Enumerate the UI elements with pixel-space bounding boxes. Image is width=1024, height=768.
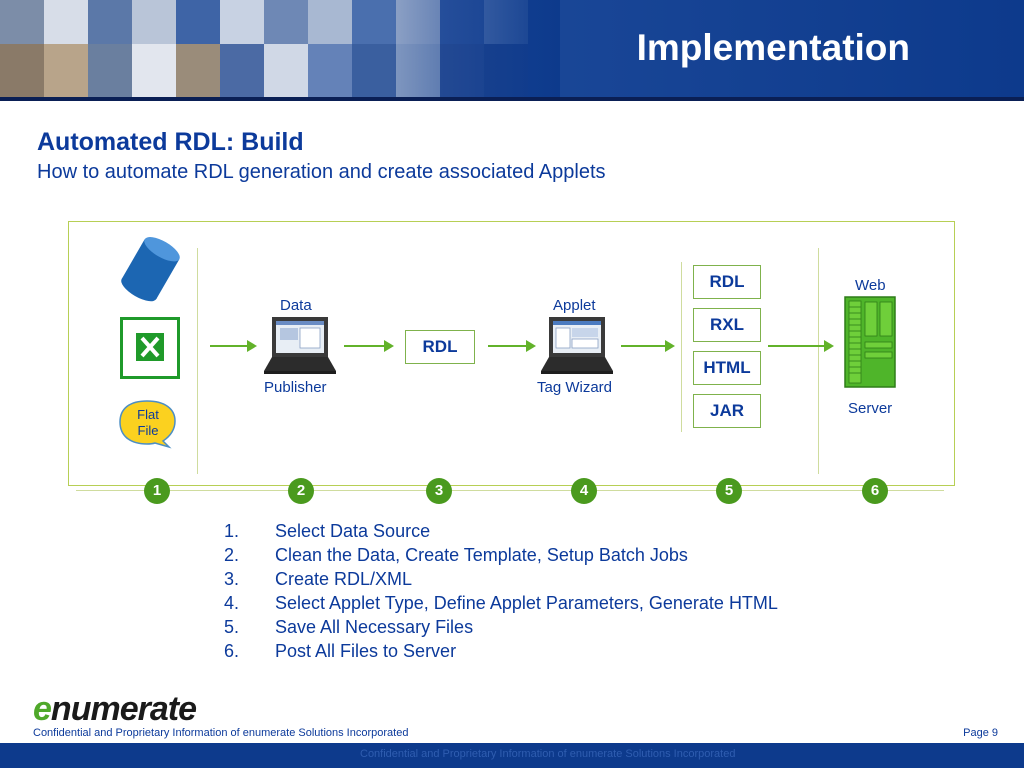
slide-header-banner: Implementation bbox=[0, 0, 1024, 97]
step-number: 3. bbox=[224, 569, 240, 589]
step-number: 1. bbox=[224, 521, 240, 541]
step-marker-3: 3 bbox=[426, 478, 452, 504]
data-label: Data bbox=[280, 297, 312, 314]
applet-label: Applet bbox=[553, 297, 596, 314]
step-text: Clean the Data, Create Template, Setup B… bbox=[275, 545, 688, 565]
output-html-box: HTML bbox=[693, 351, 761, 385]
workflow-diagram-frame bbox=[68, 221, 955, 486]
server-label: Server bbox=[848, 400, 893, 417]
step-number: 6. bbox=[224, 641, 240, 661]
server-icon bbox=[844, 296, 896, 388]
step-text: Save All Necessary Files bbox=[275, 617, 474, 637]
step-number: 5. bbox=[224, 617, 240, 637]
web-label: Web bbox=[855, 277, 886, 294]
step-number: 2. bbox=[224, 545, 240, 565]
step-marker-2: 2 bbox=[288, 478, 314, 504]
step-list: 1. Select Data Source 2. Clean the Data, C… bbox=[224, 519, 778, 663]
step-list-item: 5. Save All Necessary Files bbox=[224, 615, 778, 639]
output-rdl-box: RDL bbox=[693, 265, 761, 299]
spreadsheet-icon bbox=[120, 317, 180, 379]
step-text: Post All Files to Server bbox=[275, 641, 457, 661]
step-marker-4: 4 bbox=[571, 478, 597, 504]
step-list-item: 2. Clean the Data, Create Template, Setup… bbox=[224, 543, 778, 567]
publisher-label: Publisher bbox=[264, 379, 327, 396]
step-number: 4. bbox=[224, 593, 240, 613]
flow-arrow bbox=[621, 340, 675, 352]
step-text: Select Data Source bbox=[275, 521, 431, 541]
slide-title: Implementation bbox=[636, 27, 910, 68]
footer-bar-text: Confidential and Proprietary Information… bbox=[360, 748, 736, 760]
flow-arrow bbox=[210, 340, 257, 352]
step-list-item: 3. Create RDL/XML bbox=[224, 567, 778, 591]
flow-arrow bbox=[344, 340, 394, 352]
section-subheading: How to automate RDL generation and creat… bbox=[37, 161, 606, 183]
flat-file-label: Flat File bbox=[137, 407, 159, 438]
footer-bar bbox=[0, 743, 1024, 768]
step-marker-5: 5 bbox=[716, 478, 742, 504]
confidential-notice: Confidential and Proprietary Information… bbox=[33, 727, 409, 739]
rdl-document-box: RDL bbox=[405, 330, 475, 364]
step-list-item: 1. Select Data Source bbox=[224, 519, 778, 543]
step-list-item: 6. Post All Files to Server bbox=[224, 639, 778, 663]
tag-wizard-label: Tag Wizard bbox=[537, 379, 613, 396]
step-marker-1: 1 bbox=[144, 478, 170, 504]
section-heading: Automated RDL: Build bbox=[37, 128, 304, 156]
logo-initial: e bbox=[33, 690, 52, 728]
database-icon bbox=[121, 237, 180, 302]
company-logo: enumerate bbox=[33, 690, 197, 728]
step-timeline bbox=[76, 490, 944, 491]
output-rxl-box: RXL bbox=[693, 308, 761, 342]
flat-file-icon bbox=[119, 400, 176, 449]
header-photo-mosaic bbox=[0, 0, 560, 97]
flow-arrow bbox=[488, 340, 536, 352]
step-text: Create RDL/XML bbox=[275, 569, 413, 589]
step-marker-6: 6 bbox=[862, 478, 888, 504]
laptop-icon bbox=[264, 317, 336, 374]
column-divider bbox=[681, 262, 682, 432]
page-number: Page 9 bbox=[963, 727, 998, 739]
output-jar-box: JAR bbox=[693, 394, 761, 428]
flow-arrow bbox=[768, 340, 834, 352]
step-text: Select Applet Type, Define Applet Parame… bbox=[275, 593, 778, 613]
column-divider bbox=[197, 248, 198, 474]
column-divider bbox=[818, 248, 819, 474]
laptop-icon bbox=[541, 317, 613, 374]
header-rule bbox=[0, 97, 1024, 101]
step-list-item: 4. Select Applet Type, Define Applet Para… bbox=[224, 591, 778, 615]
